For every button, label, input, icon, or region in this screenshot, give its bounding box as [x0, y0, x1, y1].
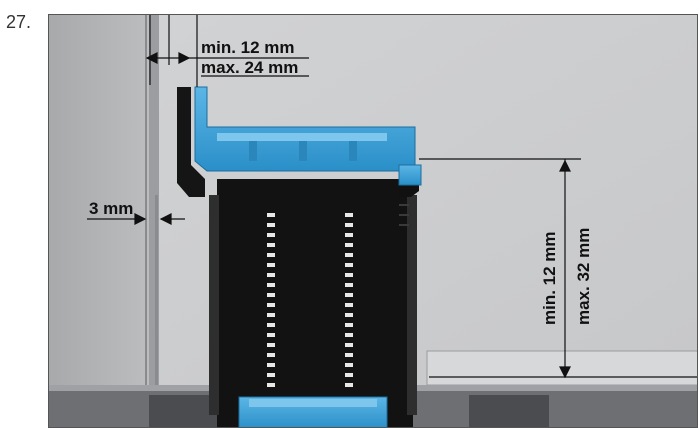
height-min-label: min. 12 mm — [540, 231, 559, 325]
dimension-gap — [87, 213, 185, 225]
dimension-flange — [145, 15, 309, 87]
flange-min-label: min. 12 mm — [201, 38, 295, 57]
left-wall — [49, 15, 149, 427]
wall-edge — [149, 15, 159, 427]
height-max-label: max. 32 mm — [574, 228, 593, 325]
installation-diagram: min. 12 mm max. 24 mm 3 mm min. 12 mm ma… — [48, 14, 698, 428]
dimension-height — [419, 158, 697, 379]
diagram-svg: min. 12 mm max. 24 mm 3 mm min. 12 mm ma… — [49, 15, 697, 427]
gap-label: 3 mm — [89, 199, 133, 218]
blue-gasket — [194, 86, 422, 427]
flange-max-label: max. 24 mm — [201, 58, 298, 77]
step-number: 27. — [6, 12, 32, 32]
drain-body — [177, 87, 419, 427]
